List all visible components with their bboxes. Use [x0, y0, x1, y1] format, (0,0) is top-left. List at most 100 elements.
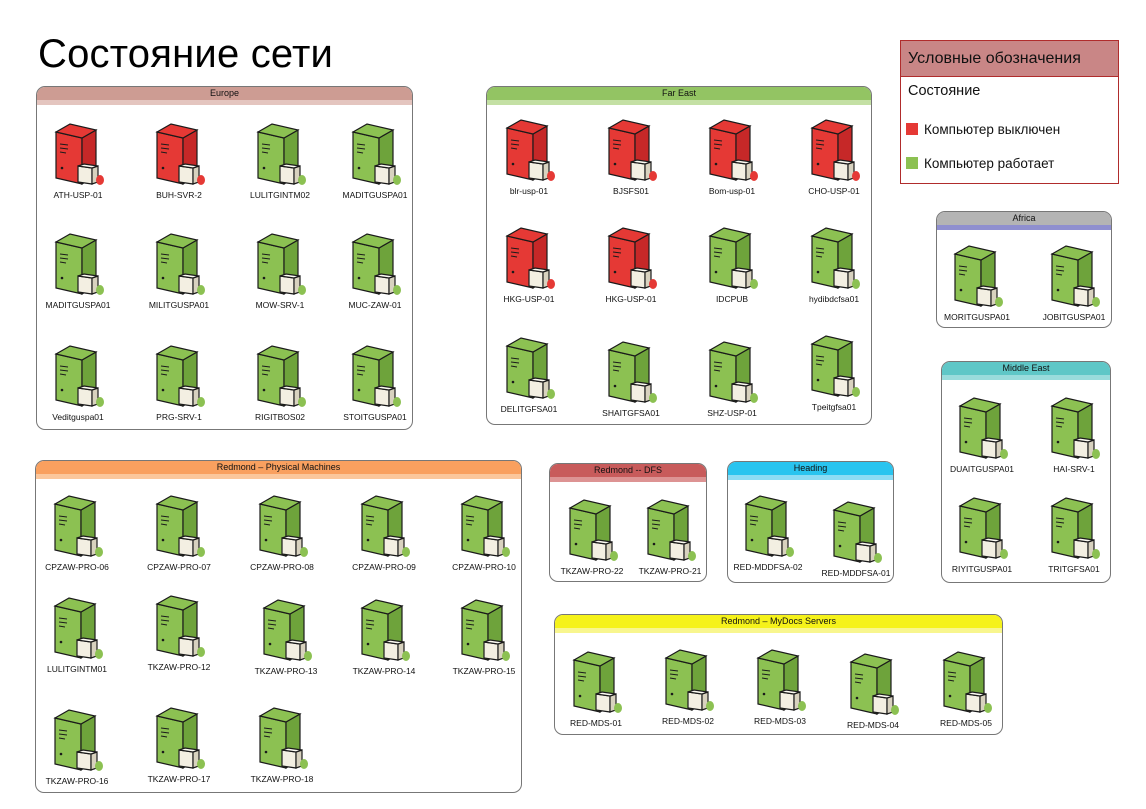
server-node[interactable]: TKZAW-PRO-16: [37, 708, 117, 788]
server-name: Tpeitgfsa01: [811, 402, 857, 412]
server-name: ATH-USP-01: [53, 190, 103, 200]
server-node[interactable]: RED-MDS-01: [556, 650, 636, 730]
group-header-band: [937, 225, 1111, 230]
server-node[interactable]: CPZAW-PRO-07: [139, 494, 219, 574]
server-node[interactable]: MORITGUSPA01: [937, 244, 1017, 324]
server-node[interactable]: LULITGINTM01: [37, 596, 117, 676]
group-header-band: [942, 375, 1110, 380]
server-name: PRG-SRV-1: [156, 412, 202, 422]
server-node[interactable]: DELITGFSA01: [489, 336, 569, 416]
server-node[interactable]: TKZAW-PRO-12: [139, 594, 219, 674]
server-name: BUH-SVR-2: [156, 190, 202, 200]
server-name: RED-MDDFSA-01: [821, 568, 891, 578]
server-node[interactable]: TKZAW-PRO-14: [344, 598, 424, 678]
server-name: TKZAW-PRO-12: [147, 662, 211, 672]
server-name: CPZAW-PRO-07: [147, 562, 211, 572]
server-node[interactable]: Bom-usp-01: [692, 118, 772, 198]
server-node[interactable]: RED-MDS-05: [926, 650, 1006, 730]
server-node[interactable]: Tpeitgfsa01: [794, 334, 874, 414]
server-name: TKZAW-PRO-13: [254, 666, 318, 676]
server-name: blr-usp-01: [509, 186, 549, 196]
server-node[interactable]: STOITGUSPA01: [335, 344, 415, 424]
server-node[interactable]: IDCPUB: [692, 226, 772, 306]
server-node[interactable]: RED-MDS-04: [833, 652, 913, 732]
server-node[interactable]: MADITGUSPA01: [38, 232, 118, 312]
server-node[interactable]: TKZAW-PRO-13: [246, 598, 326, 678]
server-node[interactable]: TKZAW-PRO-18: [242, 706, 322, 786]
server-name: CPZAW-PRO-06: [45, 562, 109, 572]
server-name: BJSFS01: [613, 186, 649, 196]
server-name: CPZAW-PRO-10: [452, 562, 516, 572]
server-node[interactable]: RIYITGUSPA01: [942, 496, 1022, 576]
server-node[interactable]: HKG-USP-01: [489, 226, 569, 306]
server-name: RED-MDDFSA-02: [733, 562, 803, 572]
server-name: SHZ-USP-01: [707, 408, 757, 418]
server-name: TKZAW-PRO-22: [560, 566, 624, 576]
server-node[interactable]: CPZAW-PRO-06: [37, 494, 117, 574]
server-name: TKZAW-PRO-18: [250, 774, 314, 784]
server-node[interactable]: CPZAW-PRO-08: [242, 494, 322, 574]
server-node[interactable]: BJSFS01: [591, 118, 671, 198]
server-name: CPZAW-PRO-08: [250, 562, 314, 572]
server-node[interactable]: CHO-USP-01: [794, 118, 874, 198]
server-name: CPZAW-PRO-09: [352, 562, 416, 572]
group-header-band: [550, 477, 706, 482]
server-node[interactable]: TRITGFSA01: [1034, 496, 1114, 576]
legend-item-on: Компьютер работает: [906, 156, 1054, 172]
server-node[interactable]: DUAITGUSPA01: [942, 396, 1022, 476]
server-node[interactable]: MOW-SRV-1: [240, 232, 320, 312]
server-node[interactable]: RED-MDDFSA-01: [816, 500, 896, 580]
server-name: Veditguspa01: [52, 412, 104, 422]
server-name: RIYITGUSPA01: [951, 564, 1013, 574]
server-node[interactable]: blr-usp-01: [489, 118, 569, 198]
server-name: RED-MDS-04: [847, 720, 899, 730]
group-title: Redmond – Physical Machines: [36, 461, 521, 474]
server-name: MADITGUSPA01: [45, 300, 111, 310]
server-node[interactable]: LULITGINTM02: [240, 122, 320, 202]
server-name: CHO-USP-01: [808, 186, 860, 196]
group-far-east: Far East: [486, 86, 872, 425]
server-node[interactable]: HAI-SRV-1: [1034, 396, 1114, 476]
legend-swatch-on: [906, 157, 918, 169]
group-header-band: [37, 100, 412, 105]
server-node[interactable]: MILITGUSPA01: [139, 232, 219, 312]
server-name: MOW-SRV-1: [255, 300, 305, 310]
server-name: MILITGUSPA01: [148, 300, 210, 310]
server-node[interactable]: TKZAW-PRO-22: [552, 498, 632, 578]
page-title: Состояние сети: [38, 32, 334, 76]
server-name: TKZAW-PRO-14: [352, 666, 416, 676]
server-node[interactable]: MUC-ZAW-01: [335, 232, 415, 312]
server-node[interactable]: Veditguspa01: [38, 344, 118, 424]
server-node[interactable]: JOBITGUSPA01: [1034, 244, 1114, 324]
server-node[interactable]: BUH-SVR-2: [139, 122, 219, 202]
server-name: HAI-SRV-1: [1053, 464, 1095, 474]
server-name: HKG-USP-01: [605, 294, 657, 304]
server-name: RED-MDS-05: [940, 718, 992, 728]
server-node[interactable]: TKZAW-PRO-15: [444, 598, 524, 678]
server-node[interactable]: ATH-USP-01: [38, 122, 118, 202]
server-name: JOBITGUSPA01: [1042, 312, 1106, 322]
group-title: Africa: [937, 212, 1111, 225]
server-node[interactable]: CPZAW-PRO-10: [444, 494, 524, 574]
server-node[interactable]: RED-MDS-02: [648, 648, 728, 728]
server-node[interactable]: PRG-SRV-1: [139, 344, 219, 424]
server-name: STOITGUSPA01: [343, 412, 407, 422]
server-node[interactable]: hydibdcfsa01: [794, 226, 874, 306]
server-node[interactable]: TKZAW-PRO-17: [139, 706, 219, 786]
server-node[interactable]: HKG-USP-01: [591, 226, 671, 306]
group-header-band: [487, 100, 871, 105]
group-title: Middle East: [942, 362, 1110, 375]
server-node[interactable]: RIGITBOS02: [240, 344, 320, 424]
server-node[interactable]: MADITGUSPA01: [335, 122, 415, 202]
server-node[interactable]: RED-MDS-03: [740, 648, 820, 728]
server-name: LULITGINTM01: [47, 664, 107, 674]
server-name: DUAITGUSPA01: [949, 464, 1015, 474]
group-title: Europe: [37, 87, 412, 100]
server-node[interactable]: CPZAW-PRO-09: [344, 494, 424, 574]
server-node[interactable]: RED-MDDFSA-02: [728, 494, 808, 574]
server-node[interactable]: SHAITGFSA01: [591, 340, 671, 420]
server-name: LULITGINTM02: [250, 190, 310, 200]
legend-subtitle: Состояние: [908, 83, 981, 99]
server-node[interactable]: TKZAW-PRO-21: [630, 498, 710, 578]
server-node[interactable]: SHZ-USP-01: [692, 340, 772, 420]
